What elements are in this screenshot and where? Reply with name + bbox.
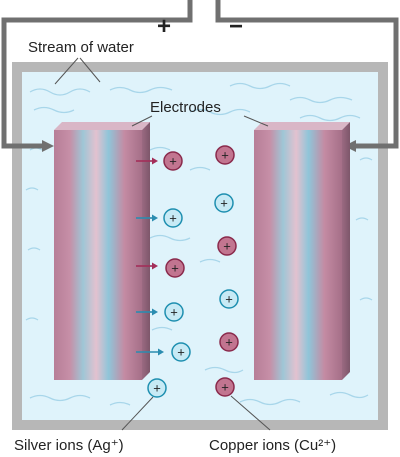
svg-text:+: + xyxy=(225,292,233,307)
svg-text:+: + xyxy=(170,305,178,320)
silver-arrowhead xyxy=(158,348,164,356)
stream-of-water-label: Stream of water xyxy=(28,39,134,56)
svg-text:+: + xyxy=(177,345,185,360)
copper-ion: + xyxy=(215,377,235,397)
silver-ion: + xyxy=(214,193,234,213)
svg-text:+: + xyxy=(225,335,233,350)
silver-ion: + xyxy=(164,302,184,322)
stream-pointer-lines xyxy=(54,57,101,85)
silver-ion: + xyxy=(163,208,183,228)
svg-text:+: + xyxy=(220,196,228,211)
copper-ion: + xyxy=(215,145,235,165)
silver-arrowhead xyxy=(152,308,158,316)
copper-ions-label: Copper ions (Cu²⁺) xyxy=(209,437,336,454)
positive-terminal-sign: + xyxy=(157,13,171,40)
copper-arrowhead xyxy=(152,157,158,165)
svg-text:+: + xyxy=(221,380,229,395)
circuit-wire xyxy=(1,0,399,149)
copper-ion: + xyxy=(219,332,239,352)
svg-text:+: + xyxy=(171,261,179,276)
right-electrode xyxy=(254,122,350,380)
copper-ion: + xyxy=(217,236,237,256)
left-electrode xyxy=(54,122,150,380)
silver-arrowhead xyxy=(152,214,158,222)
copper-ions: + + + + + + xyxy=(163,145,239,397)
copper-ion: + xyxy=(163,151,183,171)
silver-ions: + + + + + + xyxy=(147,193,239,398)
water-flow-lines xyxy=(25,82,373,406)
svg-text:+: + xyxy=(153,381,161,396)
ion-migration-arrows xyxy=(136,157,164,356)
electrodes-pointer-lines xyxy=(131,115,269,127)
svg-text:+: + xyxy=(169,154,177,169)
svg-text:+: + xyxy=(223,239,231,254)
silver-ions-label: Silver ions (Ag⁺) xyxy=(14,437,124,454)
electrodes-label: Electrodes xyxy=(150,99,221,116)
silver-ion: + xyxy=(171,342,191,362)
svg-text:+: + xyxy=(221,148,229,163)
left-connector xyxy=(42,140,54,152)
copper-ion: + xyxy=(165,258,185,278)
silver-ion: + xyxy=(219,289,239,309)
silver-ion: + xyxy=(147,378,167,398)
svg-text:+: + xyxy=(169,211,177,226)
negative-terminal-sign: − xyxy=(229,13,243,40)
ion-label-pointers xyxy=(121,395,271,431)
copper-arrowhead xyxy=(152,262,158,270)
